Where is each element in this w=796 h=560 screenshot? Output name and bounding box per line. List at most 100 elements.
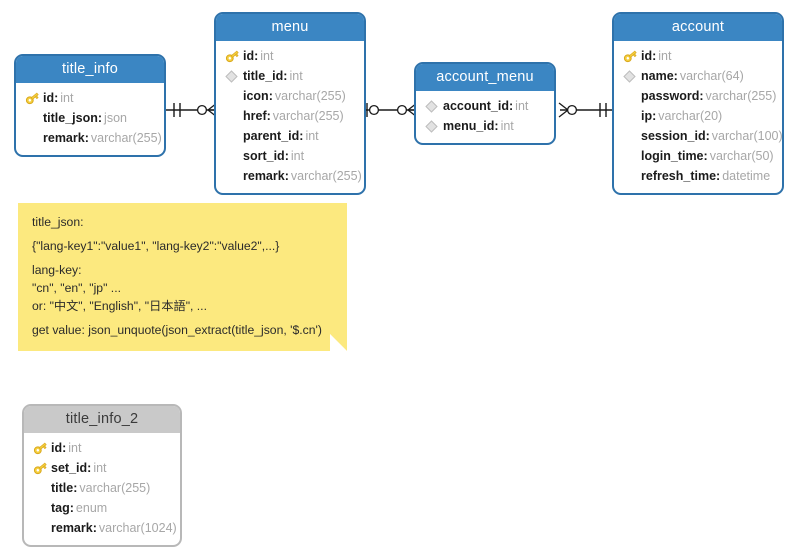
field-marker-none — [25, 110, 43, 126]
field-marker-none — [33, 520, 51, 536]
entity-menu-header: menu — [216, 14, 364, 41]
field-name: title_id — [243, 69, 284, 83]
diamond-icon — [425, 98, 443, 114]
entity-title_info-header: title_info — [16, 56, 164, 83]
field-row[interactable]: menu_id:int — [416, 116, 554, 136]
field-marker-none — [623, 148, 641, 164]
field-separator: : — [673, 69, 678, 83]
field-row[interactable]: title_json:json — [16, 108, 164, 128]
field-type: varchar(1024) — [98, 521, 177, 535]
field-type: int — [305, 129, 319, 143]
field-name: menu_id — [443, 119, 495, 133]
note-line: title_json: — [32, 215, 84, 229]
field-row[interactable]: password:varchar(255) — [614, 86, 782, 106]
field-type: varchar(255) — [272, 109, 344, 123]
field-separator: : — [284, 169, 289, 183]
field-row[interactable]: remark:varchar(255) — [216, 166, 364, 186]
field-row[interactable]: id:int — [24, 438, 180, 458]
field-marker-none — [33, 500, 51, 516]
entity-title_info_2-header: title_info_2 — [24, 406, 180, 433]
field-type: datetime — [722, 169, 771, 183]
note-title_json[interactable]: title_json:{"lang-key1":"value1", "lang-… — [18, 203, 347, 351]
field-name: icon — [243, 89, 269, 103]
field-row[interactable]: title:varchar(255) — [24, 478, 180, 498]
field-type: varchar(100) — [711, 129, 783, 143]
field-type: int — [60, 91, 74, 105]
note-fold-icon — [330, 334, 347, 351]
field-separator: : — [284, 149, 289, 163]
field-row[interactable]: icon:varchar(255) — [216, 86, 364, 106]
field-separator: : — [266, 109, 271, 123]
diamond-icon — [225, 68, 243, 84]
field-separator: : — [703, 149, 708, 163]
field-name: title_json — [43, 111, 98, 125]
field-separator: : — [705, 129, 710, 143]
key-icon — [25, 90, 43, 106]
field-name: href — [243, 109, 267, 123]
field-separator: : — [494, 119, 499, 133]
field-type: int — [658, 49, 672, 63]
field-row[interactable]: login_time:varchar(50) — [614, 146, 782, 166]
field-type: json — [104, 111, 127, 125]
field-separator: : — [254, 49, 259, 63]
relationship-title_info-menu[interactable] — [166, 100, 218, 120]
field-name: password — [641, 89, 700, 103]
note-line: or: "中文", "English", "日本語", ... — [32, 299, 207, 313]
entity-account_menu-header: account_menu — [416, 64, 554, 91]
field-type: int — [289, 69, 303, 83]
field-separator: : — [54, 91, 59, 105]
field-row[interactable]: refresh_time:datetime — [614, 166, 782, 186]
field-type: varchar(255) — [90, 131, 162, 145]
field-row[interactable]: id:int — [216, 46, 364, 66]
field-row[interactable]: id:int — [614, 46, 782, 66]
field-row[interactable]: parent_id:int — [216, 126, 364, 146]
field-type: int — [68, 441, 82, 455]
field-row[interactable]: remark:varchar(1024) — [24, 518, 180, 538]
field-separator: : — [97, 111, 103, 125]
field-separator: : — [716, 169, 721, 183]
field-marker-none — [25, 130, 43, 146]
field-row[interactable]: sort_id:int — [216, 146, 364, 166]
field-separator: : — [84, 131, 89, 145]
diamond-icon — [623, 68, 641, 84]
diamond-icon — [425, 118, 443, 134]
field-name: set_id — [51, 461, 88, 475]
field-row[interactable]: name:varchar(64) — [614, 66, 782, 86]
field-type: varchar(255) — [79, 481, 151, 495]
field-row[interactable]: href:varchar(255) — [216, 106, 364, 126]
field-marker-none — [623, 128, 641, 144]
field-type: int — [500, 119, 514, 133]
key-icon — [33, 460, 51, 476]
field-marker-none — [623, 108, 641, 124]
field-row[interactable]: id:int — [16, 88, 164, 108]
field-row[interactable]: title_id:int — [216, 66, 364, 86]
relationship-account_menu-account[interactable] — [556, 100, 614, 120]
field-separator: : — [509, 99, 514, 113]
field-separator: : — [73, 481, 78, 495]
field-row[interactable]: session_id:varchar(100) — [614, 126, 782, 146]
field-type: varchar(64) — [679, 69, 744, 83]
field-row[interactable]: tag:enum — [24, 498, 180, 518]
field-name: title — [51, 481, 74, 495]
field-separator: : — [299, 129, 304, 143]
field-name: id — [243, 49, 255, 63]
field-marker-none — [225, 88, 243, 104]
relationship-menu-account_menu[interactable] — [364, 100, 418, 120]
field-name: sort_id — [243, 149, 285, 163]
field-row[interactable]: ip:varchar(20) — [614, 106, 782, 126]
field-name: name — [641, 69, 674, 83]
field-row[interactable]: set_id:int — [24, 458, 180, 478]
field-row[interactable]: remark:varchar(255) — [16, 128, 164, 148]
field-separator: : — [652, 109, 657, 123]
note-line: "cn", "en", "jp" ... — [32, 281, 121, 295]
field-type: int — [93, 461, 107, 475]
field-row[interactable]: account_id:int — [416, 96, 554, 116]
